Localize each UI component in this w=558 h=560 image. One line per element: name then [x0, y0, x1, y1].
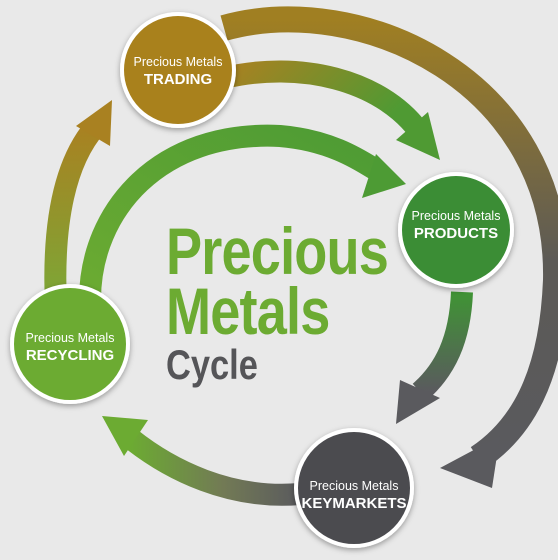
- trading-prefix: Precious Metals: [134, 55, 223, 69]
- node-keymarkets: [294, 428, 414, 548]
- recycling-prefix: Precious Metals: [26, 331, 115, 345]
- arrow-keymarkets-to-recycling: [102, 416, 301, 506]
- arrow-trading-to-keymarkets: [220, 6, 558, 488]
- arrow-inner-recycling-to-products: [79, 124, 406, 301]
- title-line-precious: Precious: [166, 214, 389, 288]
- title-line-metals: Metals: [166, 274, 330, 348]
- arrow-recycling-to-trading: [44, 100, 112, 307]
- recycling-label: RECYCLING: [26, 347, 114, 364]
- arrow-trading-to-products: [221, 60, 440, 160]
- arrow-products-to-keymarkets: [396, 291, 473, 424]
- node-recycling: [10, 284, 130, 404]
- center-title: Precious Metals Cycle: [166, 218, 437, 386]
- keymarkets-prefix: Precious Metals: [310, 479, 399, 493]
- node-products: [398, 172, 514, 288]
- products-label: PRODUCTS: [414, 225, 498, 242]
- products-prefix: Precious Metals: [412, 209, 501, 223]
- keymarkets-label: KEYMARKETS: [301, 495, 406, 512]
- title-line-cycle: Cycle: [166, 341, 258, 388]
- node-trading: [120, 12, 236, 128]
- trading-label: TRADING: [144, 71, 212, 88]
